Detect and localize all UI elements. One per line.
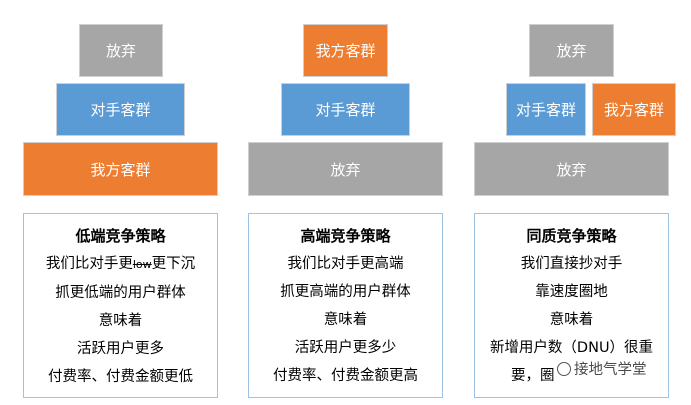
homogeneous-strategy-card: 同质竞争策略 我们直接抄对手 靠速度圈地 意味着 新增用户数（DNU）很重 要，… xyxy=(474,213,669,398)
panel3-top-label: 放弃 xyxy=(556,42,587,60)
panel1-bottom-label: 我方客群 xyxy=(90,160,151,179)
card1-line2: 抓更低端的用户群体 xyxy=(55,285,186,301)
panel1-middle-label: 对手客群 xyxy=(90,101,151,119)
card2-line1: 我们比对手更高端 xyxy=(287,256,404,272)
panel1-top-label: 放弃 xyxy=(105,42,136,60)
card3-line2: 靠速度圈地 xyxy=(535,284,608,300)
panel2-middle-label: 对手客群 xyxy=(315,101,376,119)
panel2-bottom-block: 放弃 xyxy=(248,142,443,196)
panel3-middle-left-block: 对手客群 xyxy=(506,83,586,136)
panel3-middle-right-block: 我方客群 xyxy=(592,83,676,136)
panel2-top-label: 我方客群 xyxy=(315,42,376,60)
panel2-top-block: 我方客群 xyxy=(303,24,388,77)
panel1-middle-block: 对手客群 xyxy=(56,83,185,136)
card1-line1-prefix: 我们比对手更 xyxy=(45,256,133,272)
panel3-middle-right-label: 我方客群 xyxy=(603,101,664,119)
panel2-bottom-label: 放弃 xyxy=(330,160,361,179)
card2-line5: 付费率、付费金额更高 xyxy=(273,368,418,384)
card1-line1: 我们比对手更low更下沉 xyxy=(46,250,195,279)
card3-line4: 新增用户数（DNU）很重 xyxy=(489,340,654,356)
panel3-bottom-label: 放弃 xyxy=(556,160,587,179)
card3-line3: 意味着 xyxy=(549,312,594,328)
card1-title: 低端竞争策略 xyxy=(75,227,166,245)
card1-line3: 意味着 xyxy=(98,313,143,329)
card2-line2: 抓更高端的用户群体 xyxy=(280,284,411,300)
card1-line4: 活跃用户更多 xyxy=(77,341,164,357)
card2-title: 高端竞争策略 xyxy=(300,227,391,245)
card1-line5: 付费率、付费金额更低 xyxy=(48,369,193,385)
panel3-middle-left-label: 对手客群 xyxy=(515,101,576,119)
card2-line4: 活跃用户更多少 xyxy=(294,340,397,356)
high-end-strategy-card: 高端竞争策略 我们比对手更高端 抓更高端的用户群体 意味着 活跃用户更多少 付费… xyxy=(248,213,443,398)
wechat-icon xyxy=(557,361,571,376)
panel1-bottom-block: 我方客群 xyxy=(23,142,218,196)
card3-title: 同质竞争策略 xyxy=(526,227,617,245)
card1-line1-suffix: 更下沉 xyxy=(151,256,196,272)
low-end-strategy-card: 低端竞争策略 我们比对手更low更下沉 抓更低端的用户群体 意味着 活跃用户更多… xyxy=(23,213,218,398)
watermark-text: 接地气学堂 xyxy=(574,362,647,378)
card1-line1-struck: low xyxy=(132,258,152,271)
panel3-bottom-block: 放弃 xyxy=(474,142,669,196)
watermark: 接地气学堂 xyxy=(555,358,649,379)
panel2-middle-block: 对手客群 xyxy=(281,83,410,136)
card3-line1: 我们直接抄对手 xyxy=(520,256,623,272)
panel3-top-block: 放弃 xyxy=(529,24,614,77)
card3-line5: 要，圈 xyxy=(511,368,555,384)
card2-line3: 意味着 xyxy=(323,312,368,328)
panel1-top-block: 放弃 xyxy=(79,24,163,77)
